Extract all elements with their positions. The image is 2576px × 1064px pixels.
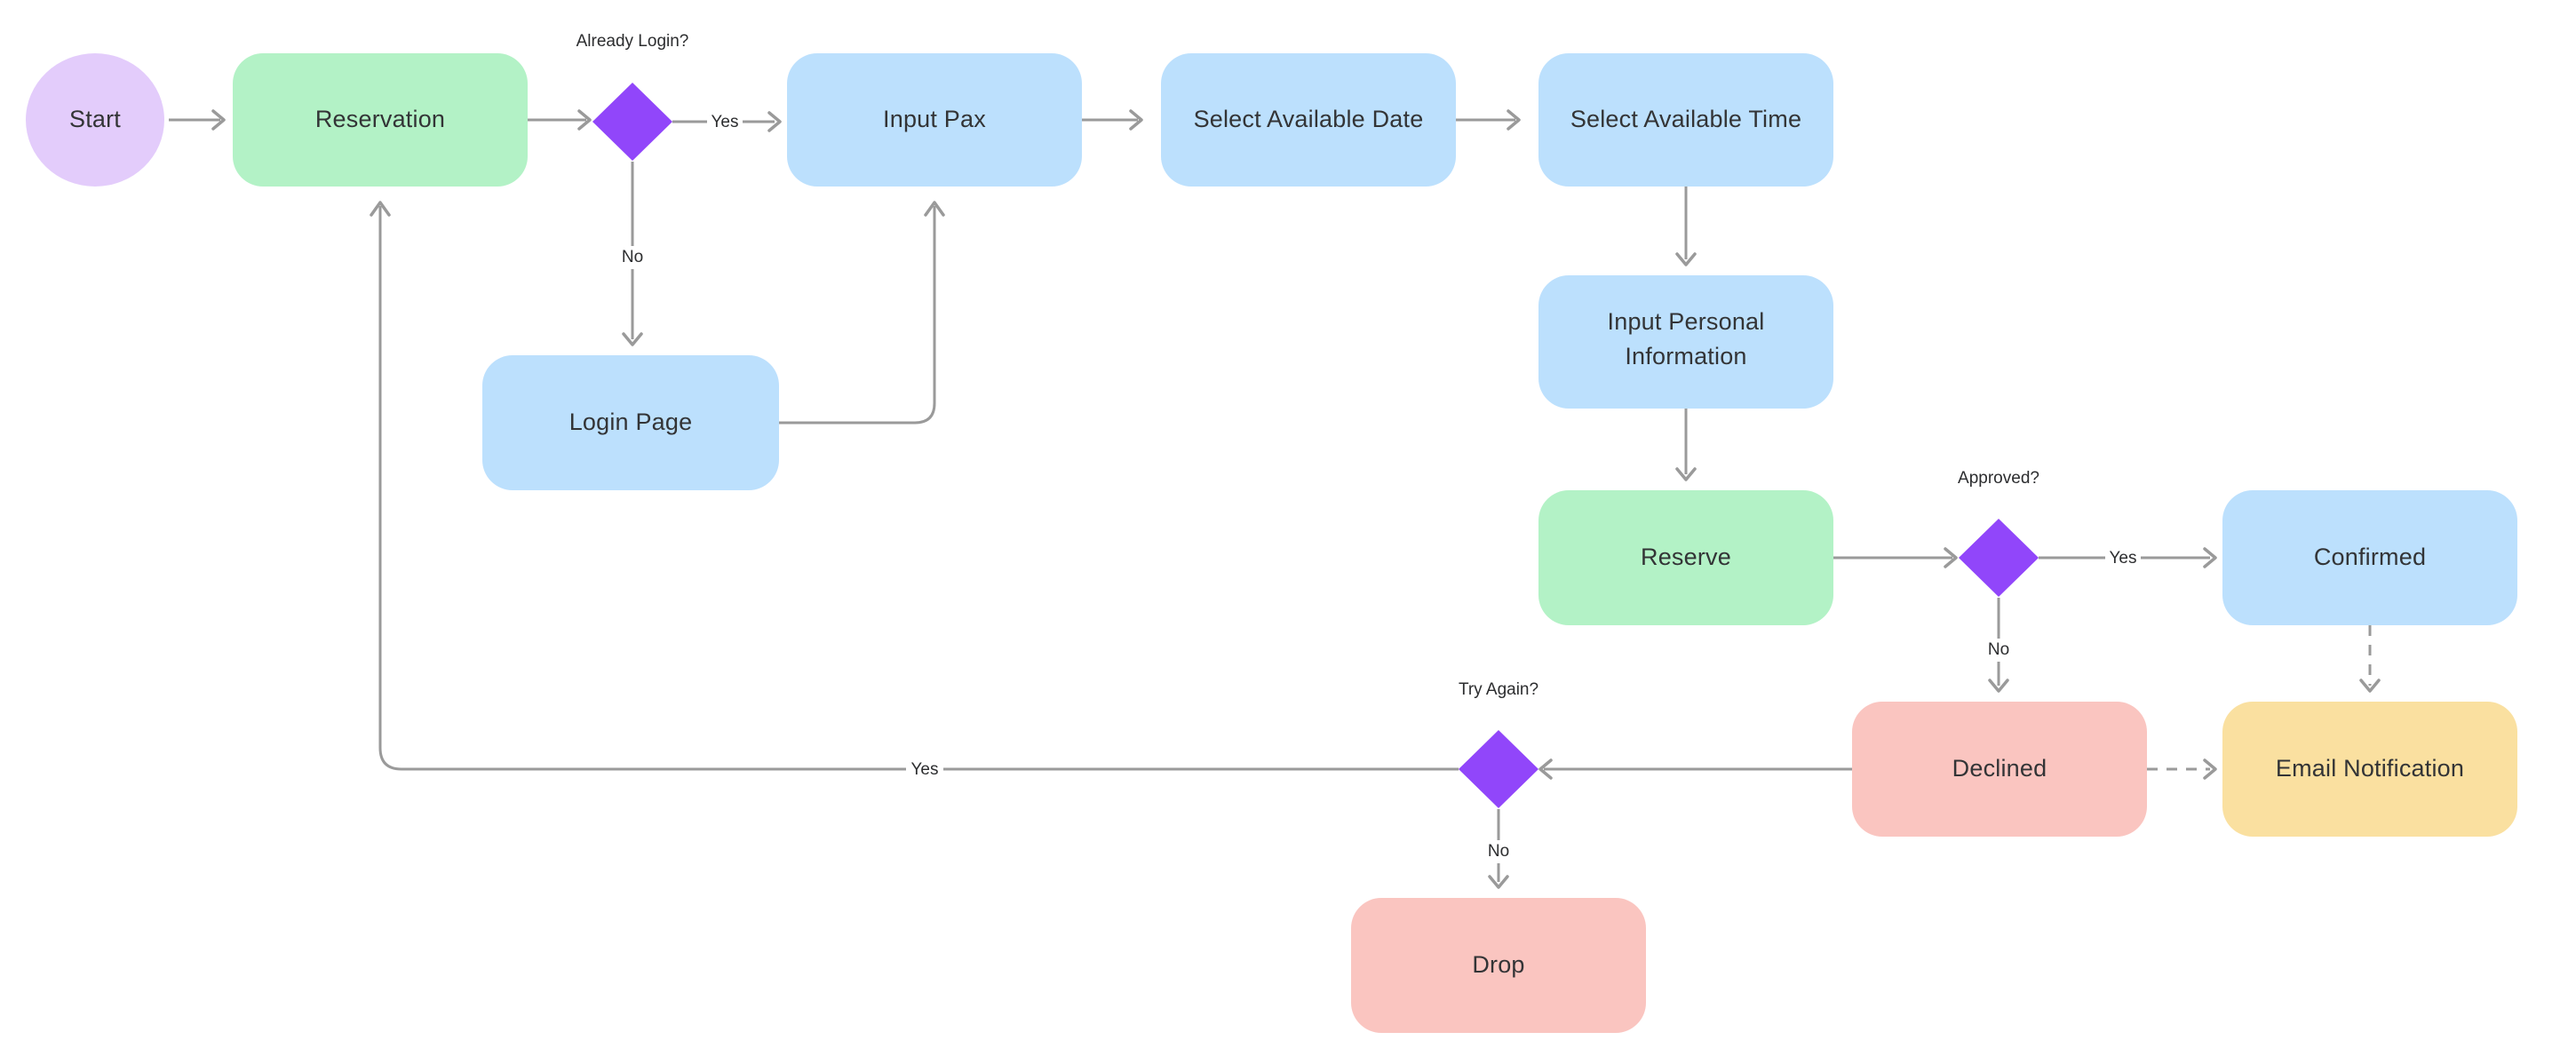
arrow-head-icon	[1675, 467, 1697, 481]
arrow-head-icon	[370, 201, 391, 217]
arrow-head-icon	[1538, 758, 1553, 780]
node-label-reservation: Reservation	[315, 106, 445, 132]
edge-reservation-to-already-login	[528, 109, 592, 131]
edge-label-yes-tryagain: Yes	[911, 760, 939, 779]
node-shape-rounded[interactable]	[233, 53, 528, 187]
node-label-email-notification: Email Notification	[2276, 755, 2464, 782]
node-email-notification[interactable]: Email Notification	[2222, 702, 2517, 837]
arrow-head-icon	[577, 109, 592, 131]
edge-login-page-to-input-pax	[779, 201, 945, 425]
edge-already-login-no-to-login-page: No	[616, 162, 648, 346]
node-try-again-decision[interactable]: Try Again?	[1459, 680, 1538, 808]
node-label-input-personal-line2: Information	[1625, 343, 1746, 369]
node-approved-decision[interactable]: Approved?	[1958, 469, 2039, 597]
node-shape-rounded[interactable]	[482, 355, 779, 490]
node-input-pax[interactable]: Input Pax	[787, 53, 1082, 187]
edge-label-no-tryagain: No	[1488, 842, 1509, 861]
edge-label-backdrop	[1983, 639, 2015, 662]
node-label-reserve: Reserve	[1641, 544, 1731, 570]
edge-confirmed-to-email-notification	[2359, 625, 2381, 693]
edge-label-backdrop	[707, 110, 743, 133]
edge-label-yes-approved: Yes	[2110, 549, 2137, 568]
edge-line	[779, 206, 936, 425]
node-label-confirmed: Confirmed	[2314, 544, 2426, 570]
node-shape-rounded[interactable]	[2222, 702, 2517, 837]
node-shape-rounded[interactable]	[1538, 53, 1833, 187]
node-layer: Start Reservation Already Login? Input P…	[26, 32, 2517, 1033]
edge-approved-yes-to-confirmed: Yes	[2039, 546, 2217, 569]
edge-approved-no-to-declined: No	[1983, 598, 2015, 693]
node-shape-rounded[interactable]	[1852, 702, 2147, 837]
node-label-start: Start	[69, 106, 121, 132]
edge-select-time-to-input-personal	[1675, 187, 1697, 266]
edge-already-login-yes-to-input-pax: Yes	[672, 110, 782, 133]
decision-label-already-login: Already Login?	[576, 32, 689, 51]
node-shape-rounded[interactable]	[787, 53, 1082, 187]
arrow-head-icon	[1488, 875, 1509, 889]
edge-reserve-to-approved	[1833, 547, 1958, 568]
arrow-head-icon	[767, 111, 782, 132]
node-confirmed[interactable]: Confirmed	[2222, 490, 2517, 625]
edge-start-to-reservation	[169, 109, 226, 131]
node-declined[interactable]: Declined	[1852, 702, 2147, 837]
arrow-head-icon	[1988, 679, 2009, 693]
arrow-head-icon	[2203, 547, 2217, 568]
node-shape-rounded[interactable]	[1538, 490, 1833, 625]
node-label-select-date: Select Available Date	[1194, 106, 1424, 132]
edge-label-backdrop	[2105, 546, 2141, 569]
node-already-login-decision[interactable]: Already Login?	[576, 32, 689, 161]
node-shape-diamond[interactable]	[1959, 519, 2039, 597]
arrow-head-icon	[1675, 252, 1697, 266]
node-start[interactable]: Start	[26, 53, 164, 187]
node-login-page[interactable]: Login Page	[482, 355, 779, 490]
arrow-head-icon	[1129, 109, 1143, 131]
arrow-head-icon	[2203, 758, 2217, 780]
edge-input-personal-to-reserve	[1675, 409, 1697, 481]
edge-declined-to-email-notification	[2147, 758, 2217, 780]
node-label-login-page: Login Page	[569, 409, 693, 435]
node-label-drop: Drop	[1472, 951, 1524, 978]
node-select-available-date[interactable]: Select Available Date	[1161, 53, 1456, 187]
arrow-head-icon	[622, 332, 643, 346]
node-label-select-time: Select Available Time	[1570, 106, 1801, 132]
edge-try-again-yes-to-reservation: Yes	[370, 201, 1459, 781]
node-shape-rounded[interactable]	[1161, 53, 1456, 187]
edge-label-no-approved: No	[1988, 640, 2009, 659]
edge-layer: Input Pax --> Yes Login Page --> No	[169, 109, 2381, 889]
edge-line	[378, 206, 1459, 771]
node-reservation[interactable]: Reservation	[233, 53, 528, 187]
edge-label-backdrop	[906, 758, 943, 781]
node-select-available-time[interactable]: Select Available Time	[1538, 53, 1833, 187]
arrow-head-icon	[211, 109, 226, 131]
edge-select-date-to-select-time	[1456, 109, 1521, 131]
edge-label-backdrop	[1483, 840, 1515, 863]
node-shape-rounded[interactable]	[1351, 898, 1646, 1033]
edge-declined-to-try-again	[1538, 758, 1852, 780]
node-drop[interactable]: Drop	[1351, 898, 1646, 1033]
node-shape-diamond[interactable]	[592, 83, 672, 161]
decision-label-approved: Approved?	[1958, 469, 2039, 488]
node-shape-rounded[interactable]	[2222, 490, 2517, 625]
node-label-declined: Declined	[1952, 755, 2047, 782]
node-label-input-pax: Input Pax	[883, 106, 986, 132]
arrow-head-icon	[924, 201, 945, 217]
node-shape-ellipse[interactable]	[26, 53, 164, 187]
decision-label-try-again: Try Again?	[1459, 680, 1538, 699]
edge-label-no-login: No	[622, 248, 643, 266]
edge-try-again-no-to-drop: No	[1483, 809, 1515, 889]
arrow-head-icon	[2359, 679, 2381, 693]
edge-input-pax-to-select-date	[1082, 109, 1143, 131]
node-shape-diamond[interactable]	[1459, 730, 1538, 808]
edge-label-backdrop	[616, 246, 648, 269]
node-shape-rounded[interactable]	[1538, 275, 1833, 409]
arrow-head-icon	[1944, 547, 1958, 568]
node-reserve[interactable]: Reserve	[1538, 490, 1833, 625]
node-input-personal-information[interactable]: Input Personal Information	[1538, 275, 1833, 409]
edge-label-yes-login: Yes	[712, 113, 739, 131]
node-label-input-personal-line1: Input Personal	[1608, 308, 1765, 335]
arrow-head-icon	[1507, 109, 1521, 131]
